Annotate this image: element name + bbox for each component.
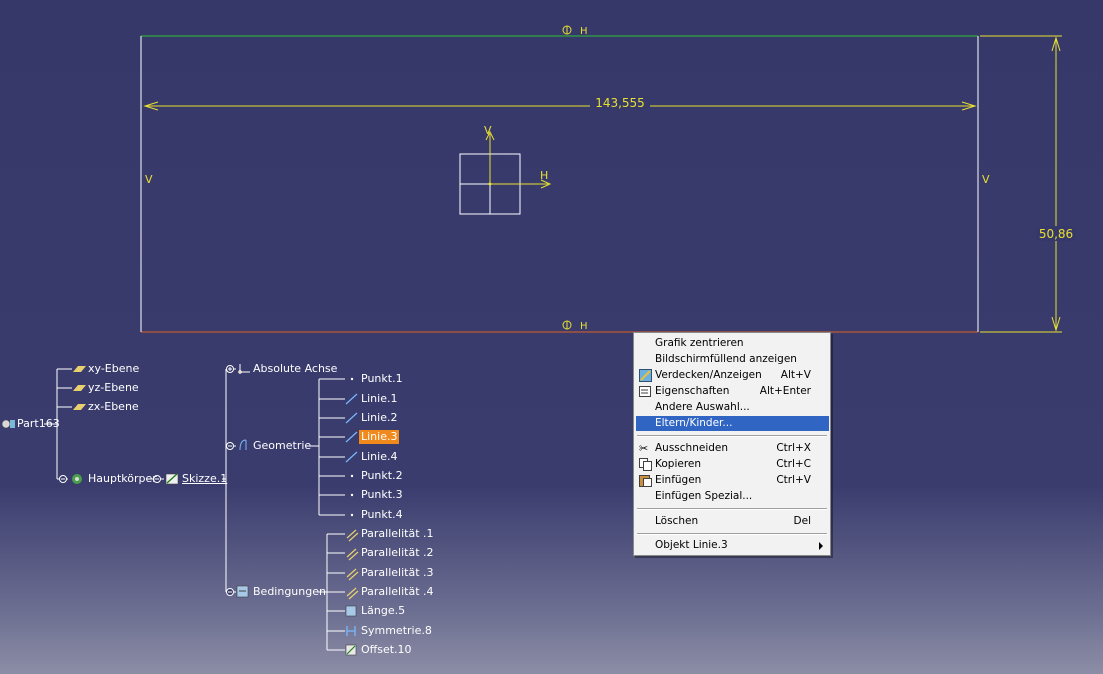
menu-item-grafik-zentrieren[interactable]: Grafik zentrieren	[655, 337, 744, 349]
tree-item-parallel-4[interactable]: Parallelität .4	[361, 585, 434, 598]
sketch-icon	[165, 473, 179, 485]
tree-item-offset-10[interactable]: Offset.10	[361, 643, 412, 656]
tree-connectors	[44, 368, 345, 651]
tree-item-zx-plane[interactable]: zx-Ebene	[88, 400, 139, 413]
tree-item-bedingungen[interactable]: Bedingungen	[253, 585, 326, 598]
dimension-horizontal-value: 143,555	[595, 96, 645, 110]
parallel-constraint-icons	[346, 529, 359, 600]
tree-item-xy-plane[interactable]: xy-Ebene	[88, 362, 140, 375]
menu-separator	[637, 533, 827, 535]
dimension-vertical[interactable]: 50,86	[980, 35, 1076, 333]
submenu-arrow-icon	[819, 542, 823, 550]
dimension-horizontal[interactable]: 143,555	[143, 96, 977, 111]
context-menu: Grafik zentrieren Bildschirmfüllend anze…	[633, 332, 831, 556]
vertical-constraint-right[interactable]: V	[982, 173, 990, 186]
tree-item-geometrie[interactable]: Geometrie	[253, 439, 312, 452]
axis-v-label: V	[484, 124, 492, 137]
paste-icon	[639, 474, 652, 487]
tree-item-punkt-3[interactable]: Punkt.3	[361, 488, 403, 501]
sketch-origin-axis[interactable]: V H	[459, 124, 552, 215]
tree-item-linie-4[interactable]: Linie.4	[361, 450, 398, 463]
menu-item-einfuegen[interactable]: Einfügen Ctrl+V	[636, 473, 829, 488]
axis-system-icon	[238, 364, 250, 374]
menu-item-loeschen[interactable]: Löschen Del	[655, 515, 811, 527]
part-icon	[1, 419, 15, 429]
constraints-icon	[236, 585, 249, 598]
copy-icon	[639, 458, 652, 471]
tree-item-parallel-3[interactable]: Parallelität .3	[361, 566, 434, 579]
menu-item-eigenschaften[interactable]: Eigenschaften Alt+Enter	[636, 384, 829, 399]
body-icon	[72, 474, 82, 484]
menu-item-andere-auswahl[interactable]: Andere Auswahl...	[655, 401, 750, 413]
svg-text:H: H	[580, 26, 588, 37]
tree-item-punkt-2[interactable]: Punkt.2	[361, 469, 403, 482]
tree-item-parallel-2[interactable]: Parallelität .2	[361, 546, 434, 559]
scissors-icon: ✂	[639, 442, 649, 455]
tree-item-punkt-1[interactable]: Punkt.1	[361, 372, 403, 385]
tree-item-linie-3[interactable]: Linie.3	[359, 430, 400, 444]
menu-item-verdecken-anzeigen[interactable]: Verdecken/Anzeigen Alt+V	[636, 368, 829, 383]
horizontal-constraint-top[interactable]: H	[562, 25, 588, 37]
menu-item-kopieren[interactable]: Kopieren Ctrl+C	[636, 457, 829, 472]
menu-item-eltern-kinder[interactable]: Eltern/Kinder...	[636, 416, 829, 431]
point-icons	[350, 377, 354, 517]
tree-item-laenge-5[interactable]: Länge.5	[361, 604, 406, 617]
menu-separator	[637, 508, 827, 510]
tree-item-yz-plane[interactable]: yz-Ebene	[88, 381, 139, 394]
svg-text:H: H	[580, 321, 588, 332]
menu-item-ausschneiden[interactable]: ✂ Ausschneiden Ctrl+X	[639, 442, 811, 455]
offset-constraint-icon	[345, 644, 357, 656]
axis-h-label: H	[540, 169, 548, 182]
properties-icon	[639, 385, 652, 398]
menu-item-objekt-linie-3[interactable]: Objekt Linie.3	[636, 538, 829, 553]
symmetry-constraint-icon	[346, 626, 356, 636]
tree-item-skizze[interactable]: Skizze.1	[182, 472, 228, 485]
dimension-vertical-value: 50,86	[1039, 227, 1073, 241]
tree-item-linie-1[interactable]: Linie.1	[361, 392, 398, 405]
length-constraint-icon	[345, 605, 357, 617]
plane-icon	[73, 366, 86, 410]
tree-item-parallel-1[interactable]: Parallelität .1	[361, 527, 434, 540]
line-icons	[345, 393, 358, 463]
tree-item-hauptkoerper[interactable]: Hauptkörper	[88, 472, 157, 485]
tree-item-absolute-achse[interactable]: Absolute Achse	[253, 362, 338, 375]
menu-separator	[637, 435, 827, 437]
menu-item-bildschirmfuellend[interactable]: Bildschirmfüllend anzeigen	[655, 353, 797, 365]
horizontal-constraint-bottom[interactable]: H	[562, 320, 588, 332]
tree-root-part[interactable]: Part163	[17, 417, 60, 430]
geometry-icon	[239, 439, 247, 451]
hide-show-icon	[639, 369, 652, 382]
tree-item-linie-2[interactable]: Linie.2	[361, 411, 398, 424]
menu-item-einfuegen-spezial[interactable]: Einfügen Spezial...	[655, 490, 753, 502]
tree-item-punkt-4[interactable]: Punkt.4	[361, 508, 403, 521]
vertical-constraint-left[interactable]: V	[145, 173, 153, 186]
tree-item-symmetrie-8[interactable]: Symmetrie.8	[361, 624, 432, 637]
